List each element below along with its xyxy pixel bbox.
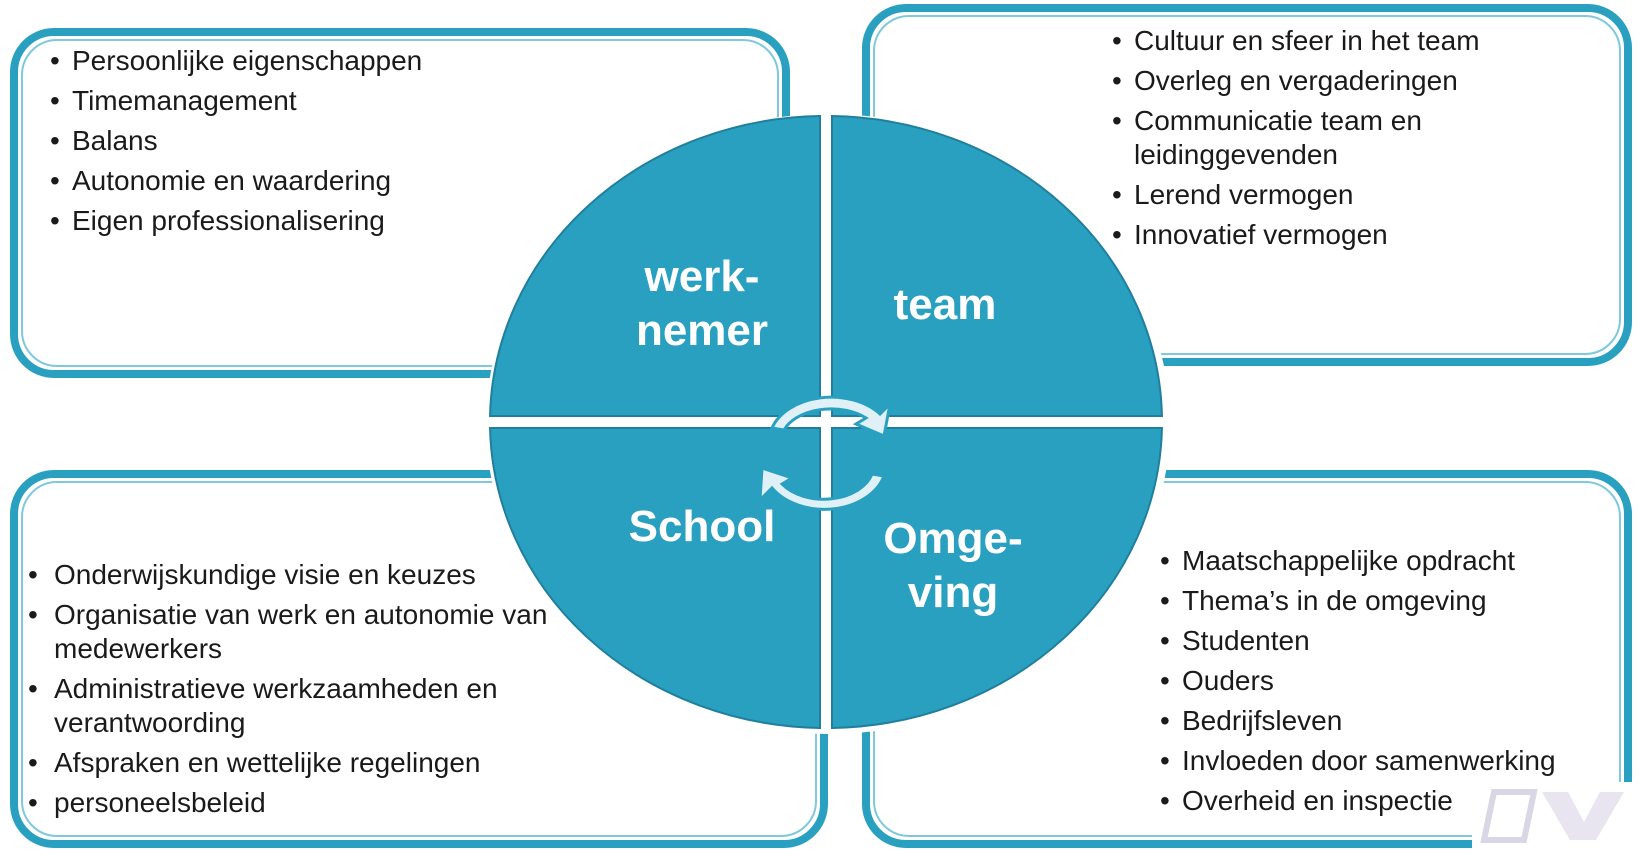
list-werknemer: Persoonlijke eigenschappen Timemanagemen… — [50, 44, 520, 244]
list-item: Bedrijfsleven — [1160, 704, 1610, 738]
list-item: Innovatief vermogen — [1112, 218, 1532, 252]
list-team: Cultuur en sfeer in het team Overleg en … — [1112, 24, 1532, 258]
quadrant-werknemer — [489, 115, 821, 417]
list-school: Onderwijskundige visie en keuzes Organis… — [28, 558, 548, 826]
list-item: Afspraken en wettelijke regelingen — [28, 746, 548, 780]
quadrant-label-werknemer: werk- nemer — [602, 250, 802, 358]
quadrant-label-school: School — [612, 500, 792, 554]
list-item: Balans — [50, 124, 520, 158]
list-item: Persoonlijke eigenschappen — [50, 44, 520, 78]
quadrant-label-team-line1: team — [893, 280, 997, 329]
cycle-arrows-icon — [758, 395, 893, 511]
list-item: Communicatie team en leidinggevenden — [1112, 104, 1532, 172]
list-item: Onderwijskundige visie en keuzes — [28, 558, 548, 592]
quadrant-label-omgeving: Omge- ving — [858, 512, 1048, 620]
list-item: Cultuur en sfeer in het team — [1112, 24, 1532, 58]
list-item: Administratieve werkzaamheden en verantw… — [28, 672, 548, 740]
list-item: Lerend vermogen — [1112, 178, 1532, 212]
quadrant-label-school-line1: School — [628, 502, 776, 551]
quadrant-label-omgeving-line1: Omge- — [883, 514, 1023, 563]
list-item: Ouders — [1160, 664, 1610, 698]
list-item: personeelsbeleid — [28, 786, 548, 820]
list-item: Maatschappelijke opdracht — [1160, 544, 1610, 578]
list-item: Overleg en vergaderingen — [1112, 64, 1532, 98]
list-item: Thema’s in de omgeving — [1160, 584, 1610, 618]
list-item: Eigen professionalisering — [50, 204, 520, 238]
list-item: Invloeden door samenwerking — [1160, 744, 1610, 778]
list-item: Autonomie en waardering — [50, 164, 520, 198]
list-omgeving: Maatschappelijke opdracht Thema’s in de … — [1160, 544, 1610, 824]
list-item: Studenten — [1160, 624, 1610, 658]
quadrant-omgeving — [831, 427, 1163, 729]
quadrant-label-team: team — [860, 278, 1030, 332]
quadrant-label-werknemer-line2: nemer — [635, 306, 769, 355]
list-item: Timemanagement — [50, 84, 520, 118]
quadrant-label-werknemer-line1: werk- — [644, 252, 760, 301]
quadrant-label-omgeving-line2: ving — [907, 568, 999, 617]
cnv-logo — [1472, 782, 1636, 850]
quadrant-team — [831, 115, 1163, 417]
quadrant-school — [489, 427, 821, 729]
list-item: Organisatie van werk en autonomie van me… — [28, 598, 548, 666]
list-item: Overheid en inspectie — [1160, 784, 1610, 818]
